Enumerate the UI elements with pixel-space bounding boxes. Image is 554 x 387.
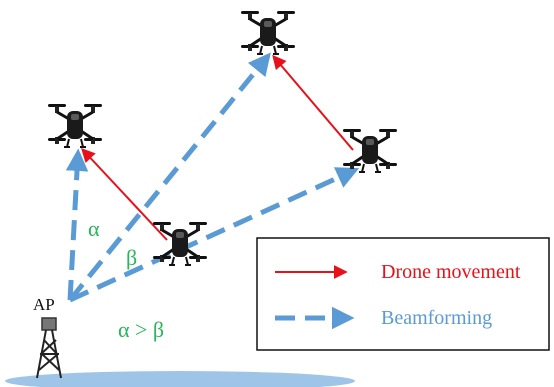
drone-icon-right <box>341 127 399 174</box>
beam-to-left-drone <box>65 148 89 301</box>
move-right-to-top <box>272 54 354 151</box>
beamforming-arrows <box>65 52 360 303</box>
drone-icon-top <box>239 9 297 56</box>
move-center-to-left <box>81 147 168 241</box>
legend: Drone movement Beamforming <box>256 237 550 351</box>
ap-label: AP <box>33 295 55 314</box>
tower-icon <box>36 317 62 379</box>
beam-to-top-drone <box>68 52 271 302</box>
drone-icon-left <box>46 102 104 149</box>
drone-icon-center <box>151 220 209 267</box>
legend-movement-label: Drone movement <box>381 261 521 283</box>
legend-box <box>256 237 550 351</box>
legend-beamforming-label: Beamforming <box>381 307 492 329</box>
movement-arrows <box>81 54 354 241</box>
beta-label: β <box>126 245 137 270</box>
relation-label: α > β <box>118 317 164 342</box>
alpha-label: α <box>88 216 100 241</box>
ground-ellipse <box>5 371 355 387</box>
beam-to-right-drone <box>68 167 360 303</box>
